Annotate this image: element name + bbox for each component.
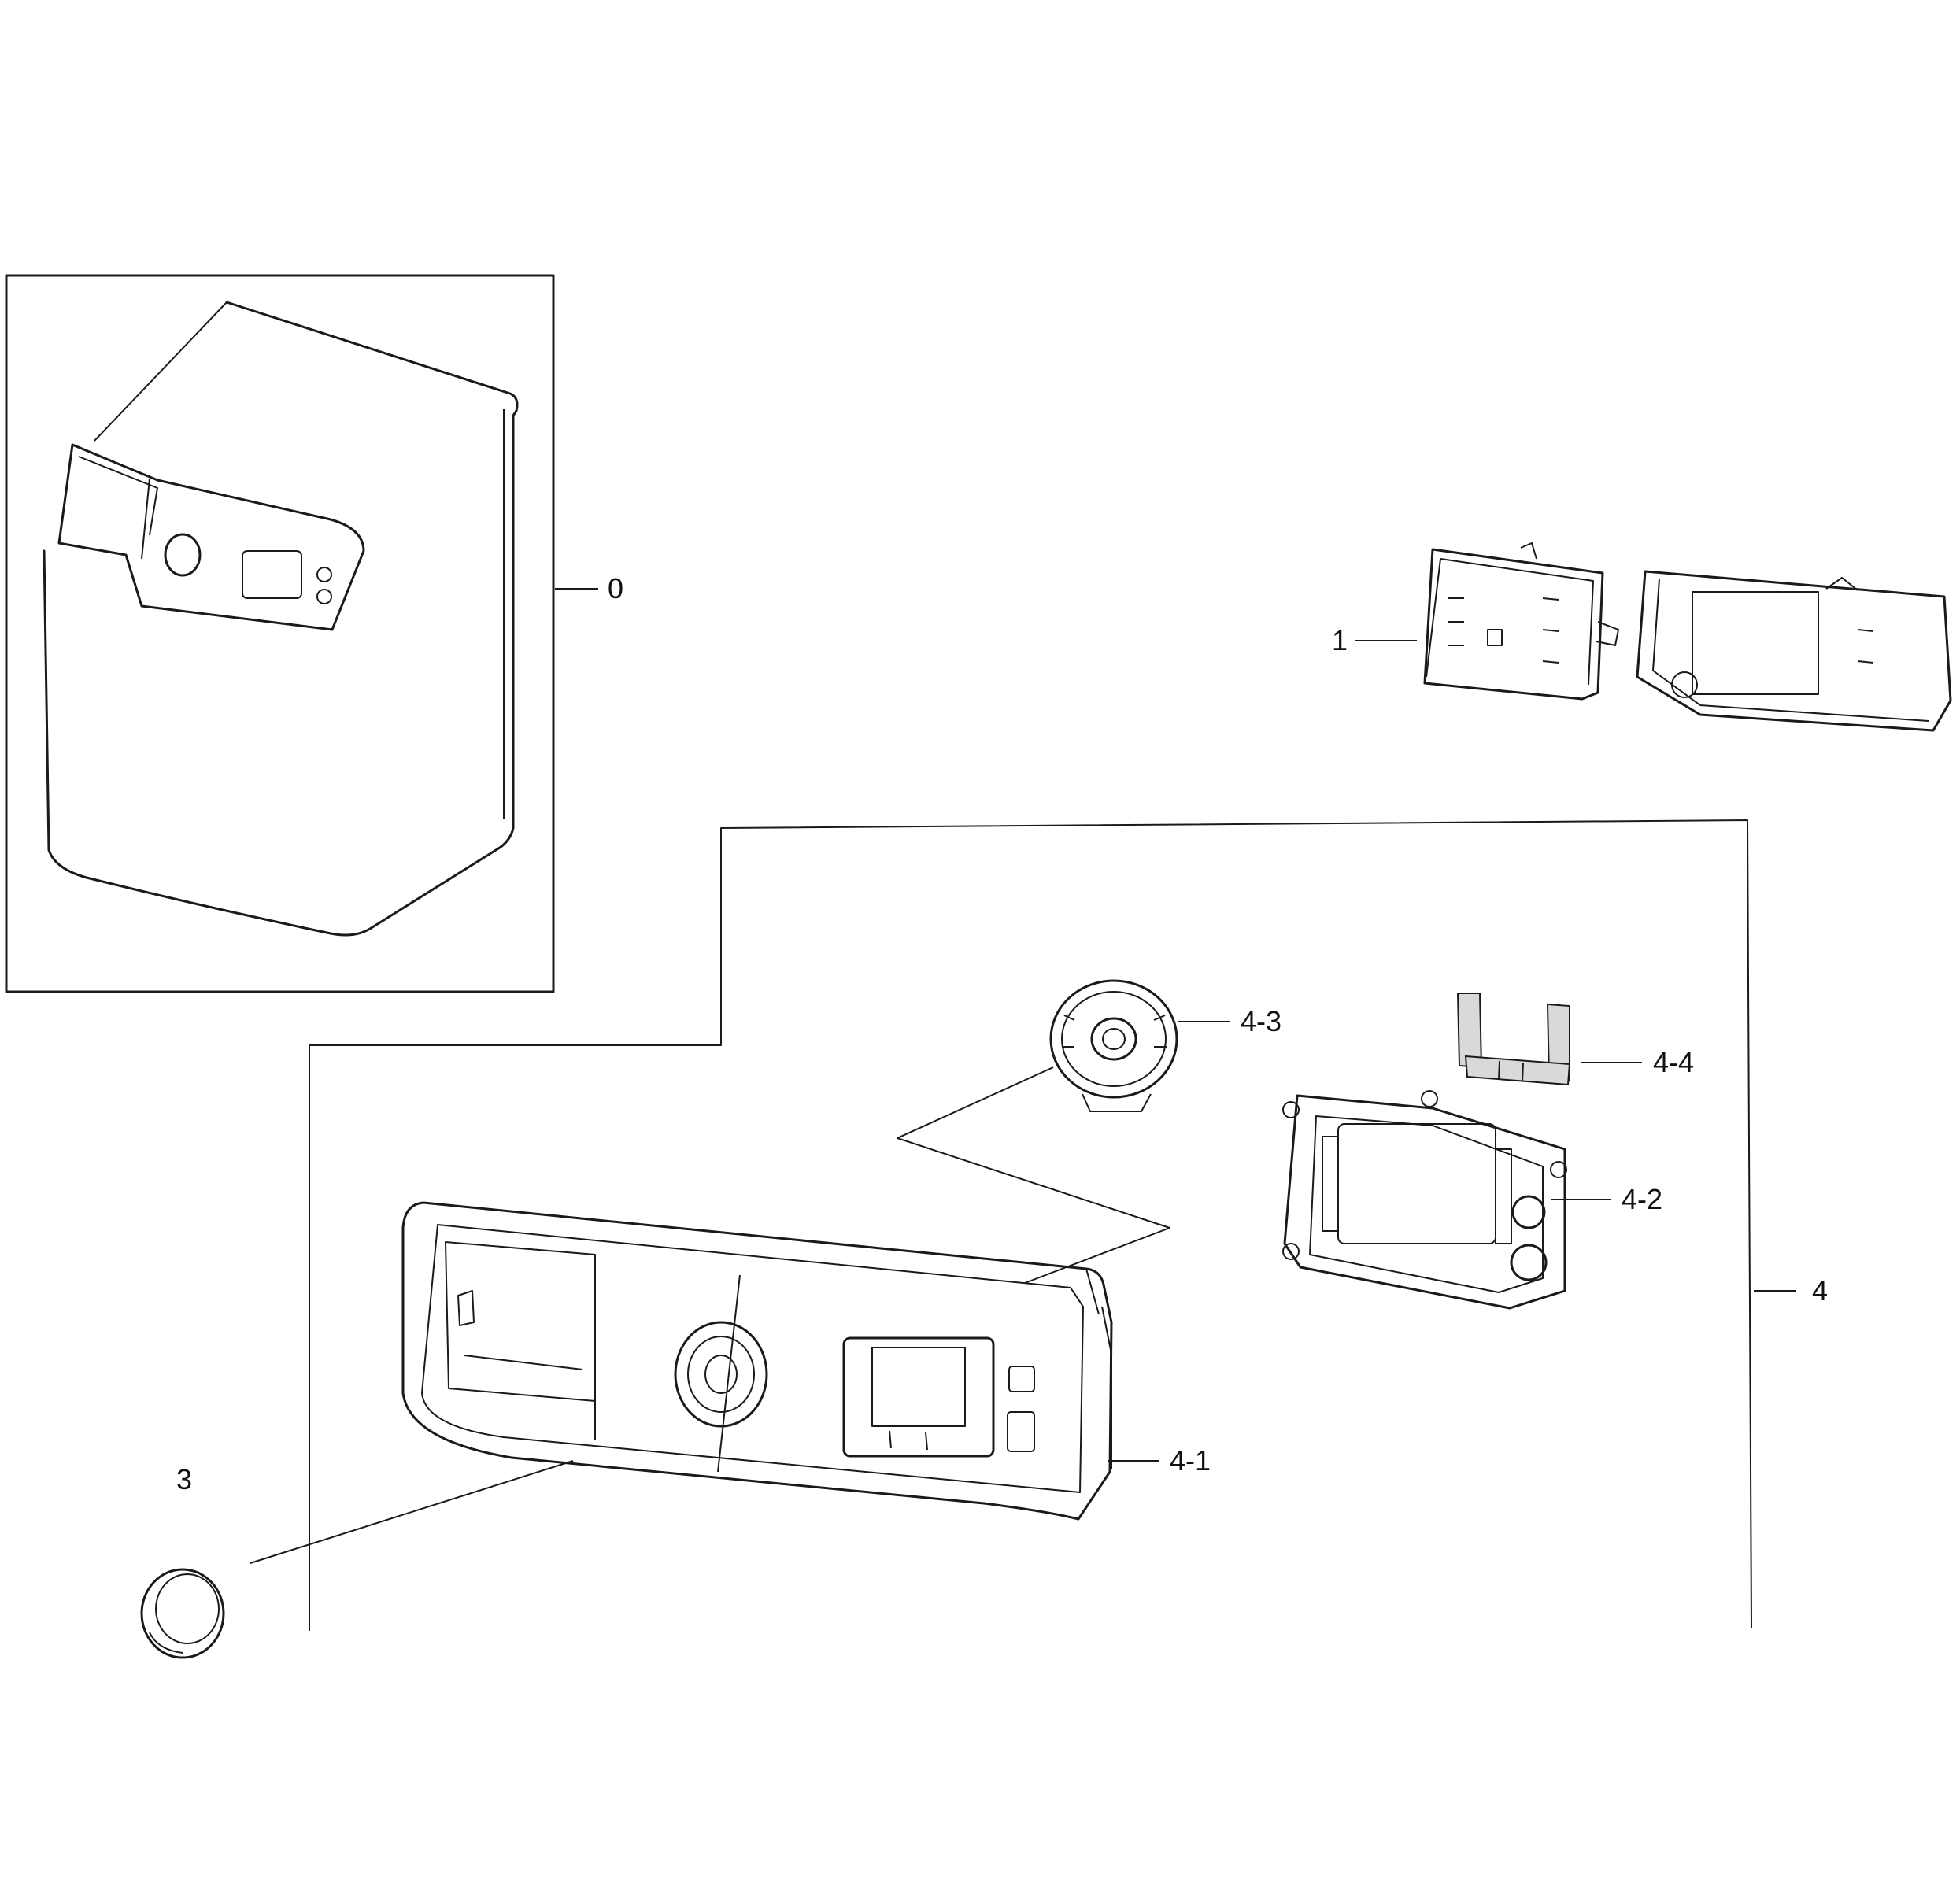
encoder-illustration (1049, 979, 1178, 1112)
callout-3: 3 (176, 1463, 192, 1495)
knob-ring-illustration (140, 1568, 225, 1659)
control-panel-button-bottom (1007, 1411, 1035, 1452)
washer-dial-icon (164, 533, 202, 577)
washer-cabinet-illustration (43, 301, 519, 937)
callout-4-1: 4-1 (1170, 1444, 1211, 1477)
knob-assembly-line (250, 1460, 574, 1564)
pcb-left-illustration (1423, 542, 1619, 701)
control-panel-illustration (401, 1201, 1113, 1521)
part-0-washer-assembly[interactable]: 0 (5, 274, 623, 993)
part-4-2-display-frame[interactable]: 4-2 (1282, 1090, 1662, 1310)
key-sheet-illustration (1456, 993, 1571, 1086)
control-panel-button-top (1008, 1366, 1035, 1392)
part-4-label[interactable]: 4 (1754, 1274, 1828, 1307)
part-0-frame (5, 274, 555, 993)
callout-4-4: 4-4 (1653, 1046, 1694, 1078)
callout-4-3: 4-3 (1241, 1005, 1281, 1037)
part-4-3-encoder[interactable]: 4-3 (897, 979, 1281, 1284)
control-panel-display-icon (842, 1336, 995, 1458)
part-4-1-control-panel[interactable]: 4-1 (401, 1201, 1211, 1521)
pcb-right-illustration (1636, 570, 1952, 732)
display-frame-illustration (1282, 1090, 1567, 1310)
washer-display-icon (242, 550, 302, 599)
part-3-knob[interactable]: 3 (140, 1460, 574, 1659)
part-1-pcb-assembly[interactable]: 1 (1332, 542, 1952, 732)
callout-0: 0 (608, 572, 623, 604)
encoder-assembly-line (897, 1066, 1170, 1284)
part-4-4-key-sheet[interactable]: 4-4 (1456, 993, 1694, 1086)
control-panel-dial-icon (674, 1321, 768, 1428)
callout-4-2: 4-2 (1622, 1183, 1662, 1215)
callout-4: 4 (1812, 1274, 1828, 1307)
part-4-group-outline (309, 819, 1752, 1631)
callout-1: 1 (1332, 624, 1348, 656)
